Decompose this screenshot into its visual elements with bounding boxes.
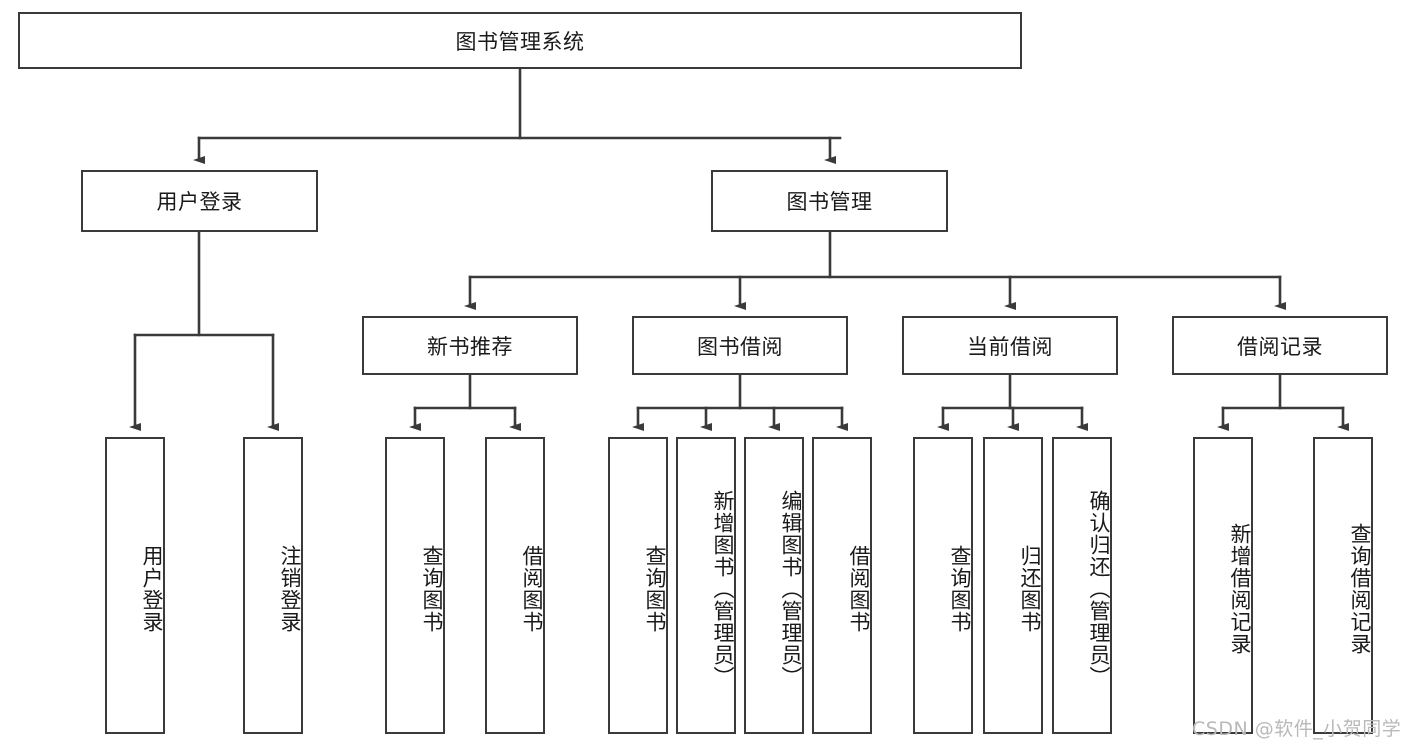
- leaf-query-book-borrow[interactable]: 查询图书: [608, 437, 668, 734]
- leaf-label: 新增借阅记录: [1228, 522, 1252, 655]
- leaf-add-book-admin[interactable]: 新增图书（管理员）: [676, 437, 736, 734]
- leaf-confirm-return-admin[interactable]: 确认归还（管理员）: [1052, 437, 1112, 734]
- node-root[interactable]: 图书管理系统: [18, 12, 1022, 69]
- csdn-watermark: CSDN @软件_小贺同学: [1192, 718, 1402, 740]
- leaf-label: 确认归还（管理员）: [1087, 489, 1111, 688]
- leaf-label: 归还图书: [1018, 544, 1042, 633]
- leaf-label: 借阅图书: [847, 544, 871, 633]
- leaf-borrow-book-recommend[interactable]: 借阅图书: [485, 437, 545, 734]
- node-book-borrow[interactable]: 图书借阅: [632, 316, 848, 375]
- node-borrow-record[interactable]: 借阅记录: [1172, 316, 1388, 375]
- leaf-edit-book-admin[interactable]: 编辑图书（管理员）: [744, 437, 804, 734]
- leaf-label: 借阅图书: [520, 544, 544, 633]
- leaf-add-borrow-record[interactable]: 新增借阅记录: [1193, 437, 1253, 734]
- leaf-user-logout[interactable]: 注销登录: [243, 437, 303, 734]
- leaf-query-borrow-record[interactable]: 查询借阅记录: [1313, 437, 1373, 734]
- leaf-label: 注销登录: [278, 544, 302, 633]
- leaf-label: 查询借阅记录: [1348, 522, 1372, 655]
- node-book-manage[interactable]: 图书管理: [711, 170, 948, 232]
- node-current-borrow[interactable]: 当前借阅: [902, 316, 1118, 375]
- leaf-label: 查询图书: [643, 544, 667, 633]
- leaf-return-book[interactable]: 归还图书: [983, 437, 1043, 734]
- node-new-book-recommend[interactable]: 新书推荐: [362, 316, 578, 375]
- leaf-label: 查询图书: [420, 544, 444, 633]
- leaf-query-book-recommend[interactable]: 查询图书: [385, 437, 445, 734]
- leaf-label: 新增图书（管理员）: [711, 489, 735, 688]
- leaf-label: 查询图书: [948, 544, 972, 633]
- leaf-user-login[interactable]: 用户登录: [105, 437, 165, 734]
- leaf-label: 用户登录: [140, 544, 164, 633]
- leaf-query-book-current[interactable]: 查询图书: [913, 437, 973, 734]
- leaf-label: 编辑图书（管理员）: [779, 489, 803, 688]
- leaf-borrow-book[interactable]: 借阅图书: [812, 437, 872, 734]
- node-user-login[interactable]: 用户登录: [81, 170, 318, 232]
